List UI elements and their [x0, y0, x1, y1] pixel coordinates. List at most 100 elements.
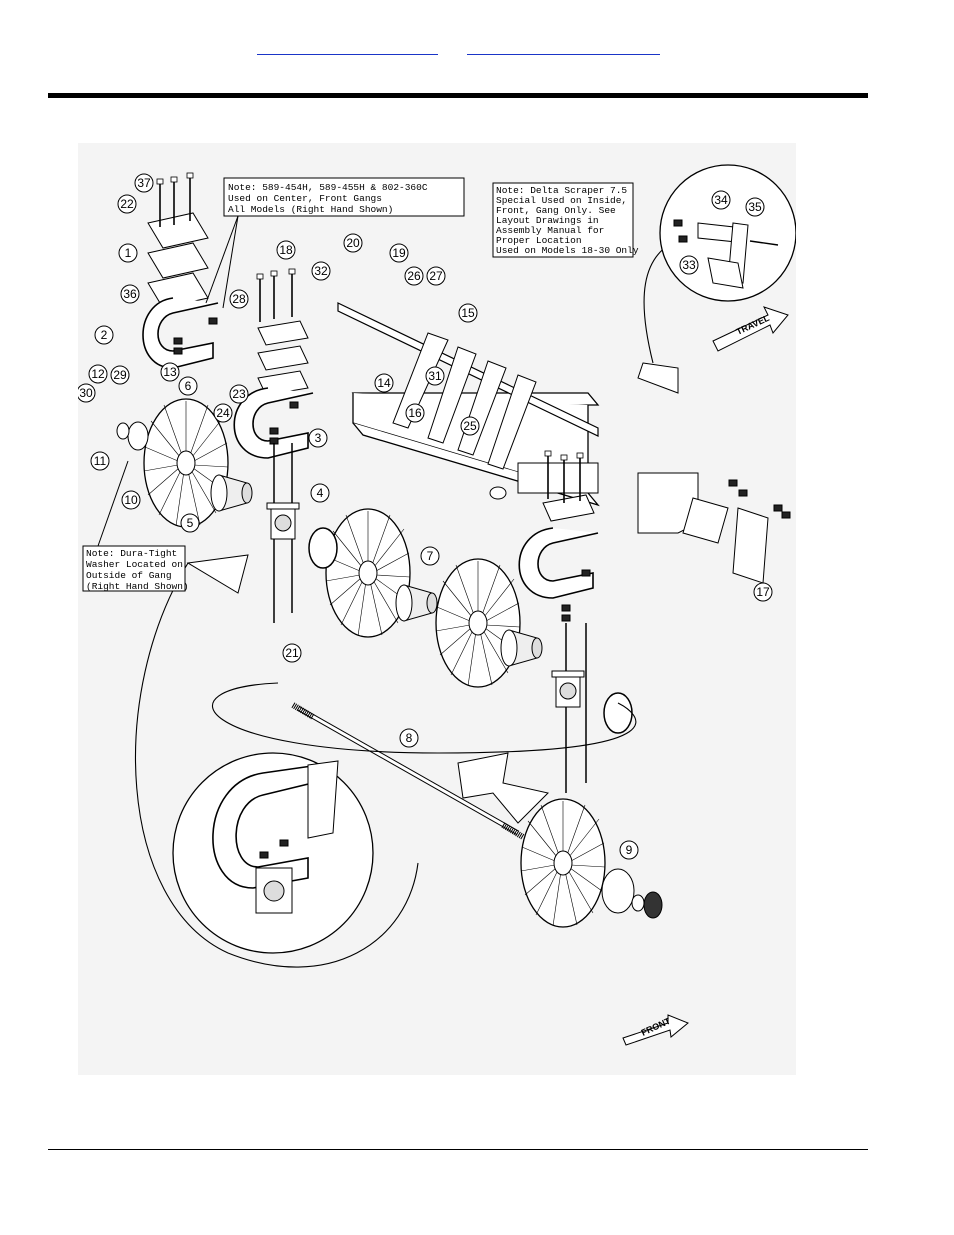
callout-4: 4: [310, 483, 330, 503]
svg-text:23: 23: [232, 387, 246, 401]
svg-text:3: 3: [315, 431, 322, 445]
svg-text:36: 36: [123, 287, 137, 301]
svg-text:9: 9: [626, 843, 633, 857]
callout-24: 24: [213, 403, 233, 423]
callout-7: 7: [420, 546, 440, 566]
callouts: 37 22 1 36 2 28 18 20 19 26 27 32 15 31 …: [78, 173, 773, 860]
washer: [631, 894, 645, 912]
callout-29: 29: [110, 365, 130, 385]
note-2-line-1: Note: Delta Scraper 7.5: [496, 185, 627, 196]
callout-16: 16: [405, 403, 425, 423]
svg-text:22: 22: [120, 197, 134, 211]
scraper-mount-right: [637, 472, 791, 584]
header-link-right[interactable]: [467, 42, 660, 55]
svg-text:6: 6: [185, 379, 192, 393]
scraper-detail-circle: [659, 164, 796, 302]
gang-axle: [291, 702, 525, 840]
svg-text:5: 5: [187, 516, 194, 530]
callout-32: 32: [311, 261, 331, 281]
callout-36: 36: [120, 284, 140, 304]
callout-30: 30: [78, 383, 96, 403]
svg-text:31: 31: [428, 369, 442, 383]
svg-text:35: 35: [748, 200, 762, 214]
svg-text:2: 2: [101, 328, 108, 342]
svg-text:12: 12: [91, 367, 105, 381]
header-rule: [48, 93, 868, 98]
svg-text:10: 10: [124, 493, 138, 507]
callout-25: 25: [460, 416, 480, 436]
callout-11: 11: [90, 451, 110, 471]
callout-20: 20: [343, 233, 363, 253]
svg-text:16: 16: [408, 406, 422, 420]
disc-blade: [325, 508, 411, 638]
washer: [116, 422, 130, 440]
svg-text:34: 34: [714, 193, 728, 207]
svg-text:28: 28: [232, 292, 246, 306]
bearing-housing: [266, 502, 300, 540]
svg-text:33: 33: [682, 258, 696, 272]
svg-text:29: 29: [113, 368, 127, 382]
callout-12: 12: [88, 364, 108, 384]
svg-text:30: 30: [79, 386, 93, 400]
note-box-3: Note: Dura-Tight Washer Located on Outsi…: [82, 460, 189, 592]
clamp-assembly-center: [233, 268, 314, 623]
arrow-to-note: [186, 554, 249, 594]
spacer-spool: [210, 474, 253, 512]
callout-8: 8: [399, 728, 419, 748]
callout-27: 27: [426, 266, 446, 286]
callout-22: 22: [117, 194, 137, 214]
note-1-line-2: Used on Center, Front Gangs: [228, 193, 382, 204]
svg-text:32: 32: [314, 264, 328, 278]
svg-text:26: 26: [407, 269, 421, 283]
callout-23: 23: [229, 384, 249, 404]
callout-1: 1: [118, 243, 138, 263]
note-3-line-4: (Right Hand Shown): [86, 581, 189, 592]
washer: [127, 421, 149, 451]
svg-text:37: 37: [137, 176, 151, 190]
header-link-left[interactable]: [257, 42, 438, 55]
callout-9: 9: [619, 840, 639, 860]
callout-31: 31: [425, 366, 445, 386]
callout-18: 18: [276, 240, 296, 260]
svg-text:4: 4: [317, 486, 324, 500]
scraper-bar: [337, 302, 599, 470]
axle-nut: [643, 891, 663, 919]
arrow-to-detail: [637, 362, 679, 394]
callout-14: 14: [374, 373, 394, 393]
note-2-line-3: Front, Gang Only. See: [496, 205, 616, 216]
svg-text:1: 1: [125, 246, 132, 260]
svg-text:24: 24: [216, 406, 230, 420]
callout-19: 19: [389, 243, 409, 263]
svg-text:18: 18: [279, 243, 293, 257]
callout-2: 2: [94, 325, 114, 345]
clamp-assembly-left: [142, 172, 219, 369]
callout-35: 35: [745, 197, 765, 217]
callout-13: 13: [160, 362, 180, 382]
callout-33: 33: [679, 255, 699, 275]
disc-blade: [520, 798, 606, 928]
spacer-spool: [395, 584, 438, 622]
svg-text:20: 20: [346, 236, 360, 250]
note-3-line-1: Note: Dura-Tight: [86, 548, 177, 559]
note-box-2: Note: Delta Scraper 7.5 Special Used on …: [492, 182, 639, 258]
svg-text:11: 11: [94, 454, 107, 468]
disc-blade: [435, 558, 521, 688]
note-3-line-2: Washer Located on: [86, 559, 183, 570]
svg-text:8: 8: [406, 731, 413, 745]
note-2-line-4: Layout Drawings in: [496, 215, 599, 226]
note-box-1: Note: 589-454H, 589-455H & 802-360C Used…: [205, 177, 465, 309]
callout-17: 17: [753, 582, 773, 602]
note-3-line-3: Outside of Gang: [86, 570, 172, 581]
svg-text:25: 25: [463, 419, 477, 433]
callout-5: 5: [180, 513, 200, 533]
svg-text:13: 13: [163, 365, 177, 379]
bearing-seal: [308, 527, 338, 569]
callout-15: 15: [458, 303, 478, 323]
callout-21: 21: [282, 643, 302, 663]
note-2-line-5: Assembly Manual for: [496, 225, 604, 236]
dura-tight-washer: [601, 868, 635, 914]
footer-rule: [48, 1149, 868, 1150]
note-1-line-1: Note: 589-454H, 589-455H & 802-360C: [228, 182, 428, 193]
note-2-line-6: Proper Location: [496, 235, 582, 246]
callout-6: 6: [178, 376, 198, 396]
